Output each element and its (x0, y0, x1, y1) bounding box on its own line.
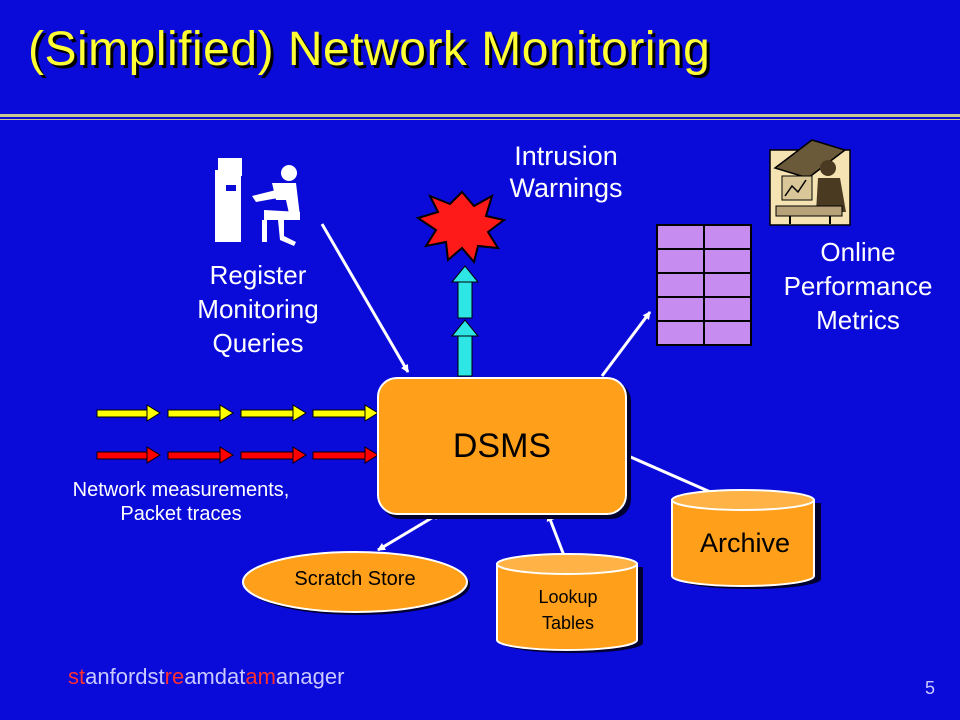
query-arrow (320, 223, 410, 373)
warning-arrow (450, 265, 480, 319)
metrics-grid (656, 224, 752, 346)
network-line: Packet traces (120, 503, 242, 525)
stream-arrow (312, 446, 379, 464)
footer-part: anfordst (85, 664, 165, 689)
archive-cylinder (671, 489, 821, 589)
footer-brand: stanfordstreamdatamanager (68, 664, 344, 690)
scratch-ellipse (242, 551, 470, 615)
footer-part: st (68, 664, 86, 689)
archive-label: Archive (699, 528, 791, 558)
lookup-cylinder (496, 553, 643, 653)
online-line: Performance (783, 271, 933, 301)
register-line: Monitoring (197, 294, 319, 324)
stream-arrow (96, 446, 161, 464)
intrusion-line: Warnings (509, 173, 623, 203)
stream-arrow (312, 404, 379, 422)
stream-arrow (96, 404, 161, 422)
online-line: Online (820, 237, 896, 267)
intrusion-line: Intrusion (514, 141, 618, 171)
stream-arrow (167, 446, 234, 464)
stream-arrow (240, 446, 307, 464)
title-rule (0, 114, 960, 117)
register-queries-label: Register Monitoring Queries (168, 258, 348, 360)
metrics-arrow (600, 311, 652, 377)
scratch-store-label: Scratch Store (294, 568, 416, 590)
operator-at-console-icon (769, 139, 851, 226)
network-measurements-label: Network measurements, Packet traces (20, 478, 342, 526)
lookup-tables-label: Lookup Tables (497, 584, 639, 636)
lookup-line: Tables (541, 613, 595, 633)
online-metrics-label: Online Performance Metrics (760, 235, 956, 337)
lookup-line: Lookup (538, 587, 598, 607)
footer-part: re (164, 664, 185, 689)
footer-part: am (245, 664, 276, 689)
online-line: Metrics (816, 305, 900, 335)
dsms-node: DSMS (377, 377, 627, 515)
stream-arrows-packets (96, 446, 379, 464)
stream-arrow (167, 404, 234, 422)
explosion-icon (415, 190, 507, 265)
warning-arrow (450, 319, 480, 377)
footer-part: anager (275, 664, 345, 689)
dsms-label: DSMS (452, 426, 552, 465)
slide-title: (Simplified) Network Monitoring (28, 23, 711, 76)
register-line: Register (209, 260, 307, 290)
intrusion-warnings-label: Intrusion Warnings (486, 140, 646, 204)
footer-part: amdat (184, 664, 246, 689)
scratch-arrow (377, 511, 441, 552)
register-line: Queries (212, 328, 304, 358)
stream-arrows-measurements (96, 404, 379, 422)
warning-arrows (450, 265, 480, 377)
network-line: Network measurements, (72, 479, 290, 501)
page-number: 5 (924, 678, 935, 698)
person-at-terminal-icon (215, 158, 300, 246)
title-rule-thin (0, 119, 960, 120)
stream-arrow (240, 404, 307, 422)
